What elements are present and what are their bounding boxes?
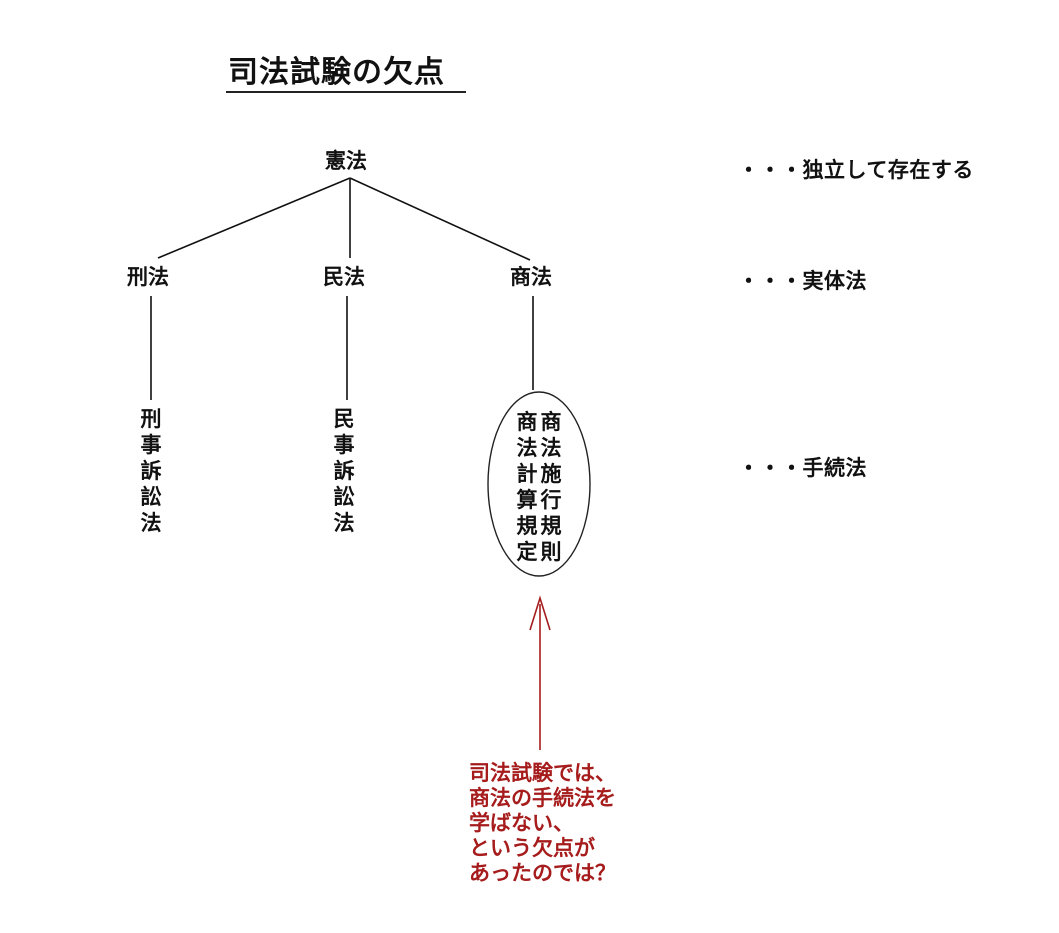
- node-commercial-accounting-rules: 商法計算規定: [516, 410, 538, 564]
- commercial-procedure-ellipse: [487, 391, 591, 577]
- node-civil-law: 民法: [323, 265, 365, 289]
- diagram-title: 司法試験の欠点: [228, 55, 445, 90]
- note-line: 学ばない、: [469, 811, 574, 835]
- node-commercial-enforcement-rules: 商法施行規則: [540, 410, 562, 564]
- edge-constitution-commercial: [349, 177, 531, 261]
- red-annotation: 司法試験では、 商法の手続法を 学ばない、 という欠点が あったのでは？: [469, 761, 616, 886]
- note-line: あったのでは？: [469, 861, 616, 885]
- node-constitution: 憲法: [325, 149, 367, 173]
- level-label-independent: ・・・独立して存在する: [738, 158, 974, 182]
- note-line: 商法の手続法を: [469, 786, 616, 810]
- title-underline: [226, 91, 466, 93]
- level-label-substantive: ・・・実体法: [738, 269, 867, 293]
- note-arrow-head: [529, 595, 551, 631]
- note-line: 司法試験では、: [469, 761, 616, 785]
- node-commercial-law: 商法: [510, 265, 552, 289]
- note-line: という欠点が: [469, 836, 595, 860]
- edge-constitution-criminal: [157, 177, 351, 259]
- node-civil-procedure: 民事訴訟法: [333, 407, 355, 535]
- node-criminal-law: 刑法: [127, 265, 169, 289]
- level-label-procedural: ・・・手続法: [738, 456, 867, 480]
- node-criminal-procedure: 刑事訴訟法: [140, 407, 162, 535]
